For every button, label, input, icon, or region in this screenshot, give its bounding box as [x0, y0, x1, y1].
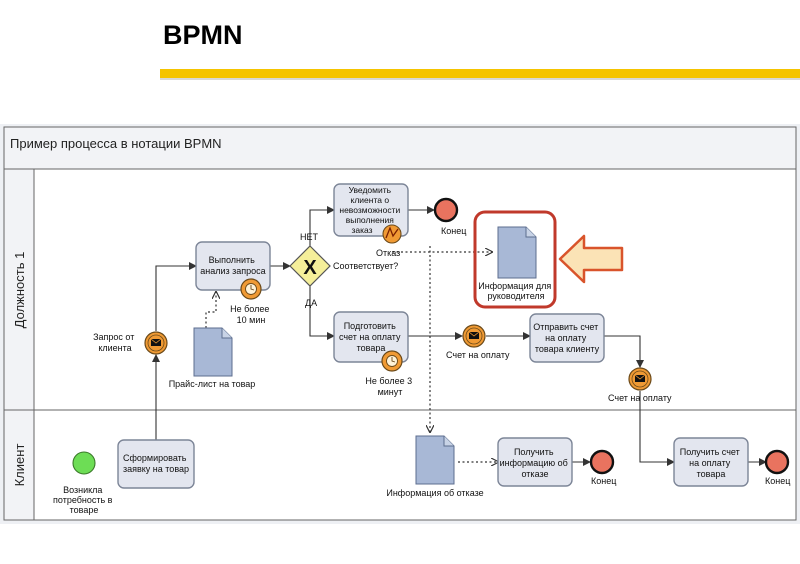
- task-text: на оплату: [689, 458, 731, 468]
- task-text: Отправить счет: [533, 322, 598, 332]
- slide-title: BPMN: [163, 20, 243, 50]
- svg-text:Получить информацию об: Получить информацию об отказе: [500, 447, 571, 479]
- timer-event-analyze: [240, 278, 262, 300]
- data-object-price-list: [193, 327, 233, 377]
- task-text: Уведомить: [349, 185, 392, 195]
- task-text: отказе: [522, 469, 549, 479]
- lane-client-label: Клиент: [12, 444, 27, 487]
- label-invoice-msg-1: Счет на оплату: [446, 350, 510, 360]
- task-text: на оплату: [545, 333, 587, 343]
- task-text: клиента о: [351, 195, 390, 205]
- task-text: заявку на товар: [123, 464, 189, 474]
- message-event-request: [144, 331, 168, 355]
- message-event-invoice: [462, 324, 486, 348]
- error-boundary-event: [382, 224, 402, 244]
- end-event-top: [433, 197, 459, 223]
- lane-role1-header: [3, 168, 35, 411]
- data-object-manager-info: [497, 226, 537, 279]
- lane-role1-label: Должность 1: [12, 252, 27, 329]
- label-refusal: Отказ: [376, 248, 400, 258]
- svg-text:Получить счет на оплату: Получить счет на оплату товара: [680, 447, 743, 479]
- data-associations: [205, 246, 498, 462]
- flow-gateway-yes: [309, 286, 335, 340]
- task-text: товара: [697, 469, 726, 479]
- exclusive-gateway: X: [289, 245, 331, 287]
- task-text: невозможности: [339, 205, 400, 215]
- task-text: выполнения: [346, 215, 395, 225]
- end-label-info: Конец: [591, 476, 616, 486]
- task-text: Подготовить: [344, 321, 396, 331]
- task-create-order: Сформировать заявку на товар: [117, 439, 195, 489]
- title-accent-bar: [160, 69, 800, 78]
- task-text: заказ: [351, 225, 372, 235]
- task-text: информацию об: [500, 458, 568, 468]
- svg-text:Сформировать заявку на т: Сформировать заявку на товар: [123, 453, 189, 474]
- label-question: Соответствует?: [333, 261, 398, 271]
- message-event-invoice-2: [628, 367, 652, 391]
- task-text: товара: [357, 343, 386, 353]
- task-text: Выполнить: [209, 255, 256, 265]
- pool-header: [3, 126, 797, 170]
- label-timer-10: Не более 10 мин: [230, 304, 272, 325]
- flow-request-to-analyze: [155, 262, 197, 331]
- task-text: анализ запроса: [200, 266, 265, 276]
- svg-text:Уведомить клиента о: Уведомить клиента о невозможности выполн…: [339, 185, 402, 235]
- end-event-info: [589, 449, 615, 475]
- pointer-arrow-icon: [558, 234, 624, 284]
- gateway-x-mark: X: [303, 257, 317, 279]
- task-receive-info: Получить информацию об отказе: [497, 437, 573, 487]
- task-text: товара клиенту: [535, 344, 600, 354]
- label-price-list: Прайс-лист на товар: [169, 379, 256, 389]
- flow-send-to-msg: [604, 335, 644, 368]
- end-event-invoice: [764, 449, 790, 475]
- task-text: Получить: [514, 447, 554, 457]
- svg-text:Подготовить счет на опла: Подготовить счет на оплату товара: [339, 321, 403, 353]
- lane-client-header: [3, 409, 35, 521]
- label-no: НЕТ: [300, 232, 319, 242]
- start-event: [72, 451, 96, 475]
- data-object-refusal-info: [415, 435, 455, 485]
- task-text: Сформировать: [123, 453, 187, 463]
- task-notify-client: Уведомить клиента о невозможности выполн…: [333, 183, 409, 237]
- title-underline: [160, 78, 800, 80]
- highlight-frame: [473, 210, 557, 309]
- sequence-flows: [152, 206, 767, 466]
- svg-text:Отправить счет на оплату: Отправить счет на оплату товара клиенту: [533, 322, 601, 354]
- end-label-top: Конец: [441, 226, 466, 236]
- end-label-invoice: Конец: [765, 476, 790, 486]
- label-request-from-client: Запрос от клиента: [93, 332, 137, 353]
- label-invoice-msg-2: Счет на оплату: [608, 393, 672, 403]
- flow-gateway-no: [309, 206, 335, 246]
- task-prepare-invoice: Подготовить счет на оплату товара: [333, 311, 409, 363]
- timer-event-prepare: [381, 350, 403, 372]
- task-analyze-request: Выполнить анализ запроса: [195, 241, 271, 291]
- pool-title: Пример процесса в нотации BPMN: [10, 136, 222, 151]
- label-refusal-info: Информация об отказе: [386, 488, 483, 498]
- task-receive-invoice: Получить счет на оплату товара: [673, 437, 749, 487]
- label-yes: ДА: [305, 298, 317, 308]
- task-send-invoice: Отправить счет на оплату товара клиенту: [529, 313, 605, 363]
- label-timer-3: Не более 3 минут: [365, 376, 414, 397]
- label-manager-info: Информация для руководителя: [478, 281, 554, 301]
- start-label: Возникла потребность в товаре: [53, 485, 115, 515]
- svg-text:Выполнить анализ запроса: Выполнить анализ запроса: [200, 255, 265, 276]
- flow-msg-to-receive: [639, 391, 675, 466]
- assoc-price-to-analyze: [205, 292, 216, 328]
- task-text: счет на оплату: [339, 332, 401, 342]
- task-text: Получить счет: [680, 447, 740, 457]
